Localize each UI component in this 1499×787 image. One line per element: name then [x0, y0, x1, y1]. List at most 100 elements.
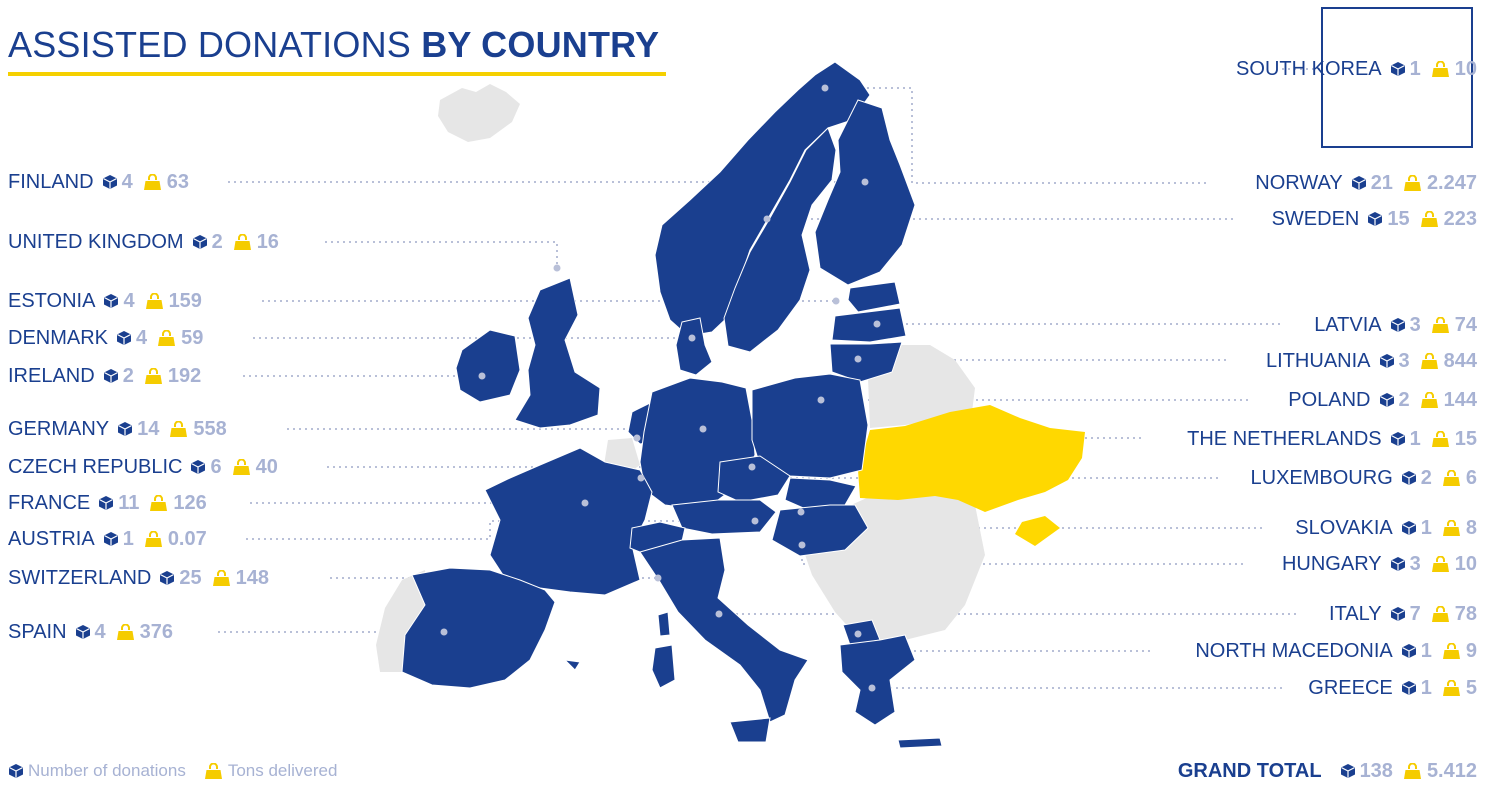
marker-finland	[861, 178, 869, 186]
country-name: NORTH MACEDONIA	[1195, 639, 1393, 662]
bag-icon	[144, 530, 162, 547]
bag-icon	[145, 292, 163, 309]
donation-count: 3	[1409, 313, 1421, 336]
tons-delivered: 10	[1454, 552, 1477, 575]
country-name: POLAND	[1288, 388, 1371, 411]
grand-total-tons: 5.412	[1426, 759, 1477, 782]
estonia-shape	[847, 281, 901, 313]
tons-delivered: 40	[255, 455, 278, 478]
donation-count: 2	[211, 230, 223, 253]
marker-luxembourg	[637, 474, 645, 482]
cube-icon	[1390, 318, 1405, 332]
country-name: NORWAY	[1255, 171, 1343, 194]
tons-delivered: 558	[193, 417, 227, 440]
country-name: ESTONIA	[8, 289, 96, 312]
greece-shape	[839, 634, 916, 726]
iceland-shape	[438, 84, 520, 142]
country-name: CZECH REPUBLIC	[8, 455, 183, 478]
marker-north-macedonia	[854, 630, 862, 638]
belarus-shape	[868, 345, 975, 428]
czech-shape	[717, 455, 791, 503]
latvia-shape	[831, 307, 907, 343]
donation-count: 1	[1409, 427, 1421, 450]
tons-delivered: 10	[1454, 57, 1477, 80]
country-name: HUNGARY	[1281, 552, 1382, 575]
bag-icon	[144, 367, 162, 384]
country-name: SOUTH KOREA	[1236, 57, 1382, 80]
bag-icon	[1420, 391, 1438, 408]
bag-icon	[1431, 430, 1449, 447]
cube-icon	[118, 422, 133, 436]
leader-line-austria	[246, 520, 755, 540]
country-name: IRELAND	[8, 364, 95, 387]
donor-countries	[401, 61, 943, 749]
donation-count: 25	[179, 566, 202, 589]
bag-icon	[204, 762, 222, 779]
cube-icon	[192, 235, 207, 249]
cube-icon	[1379, 393, 1394, 407]
grand-total: GRAND TOTAL 138 5.412	[1178, 758, 1477, 784]
marker-estonia	[832, 297, 840, 305]
tons-delivered: 74	[1454, 313, 1477, 336]
cube-icon	[1340, 764, 1355, 778]
bag-icon	[1403, 762, 1421, 779]
hungary-shape	[771, 504, 869, 557]
bag-icon	[150, 494, 168, 511]
marker-sweden	[763, 215, 771, 223]
donation-count: 4	[123, 289, 135, 312]
marker-poland	[817, 396, 825, 404]
crete-shape	[897, 737, 943, 749]
bag-icon	[1442, 469, 1460, 486]
donation-count: 1	[1409, 57, 1421, 80]
donation-count: 3	[1409, 552, 1421, 575]
grand-total-label: GRAND TOTAL	[1177, 759, 1322, 782]
tons-delivered: 144	[1443, 388, 1477, 411]
country-name: FINLAND	[8, 170, 94, 193]
marker-france	[581, 499, 589, 507]
country-row-hungary: HUNGARY 3 10	[1282, 551, 1477, 577]
cube-icon	[1390, 607, 1405, 621]
country-name: SWEDEN	[1271, 207, 1360, 230]
marker-spain	[440, 628, 448, 636]
cube-icon	[99, 496, 114, 510]
cube-icon	[103, 532, 118, 546]
cube-icon	[1368, 212, 1383, 226]
bag-icon	[232, 458, 250, 475]
ireland-shape	[455, 329, 521, 403]
donation-count: 2	[1398, 388, 1410, 411]
bag-icon	[1431, 316, 1449, 333]
south-korea-inset-frame	[1321, 7, 1473, 148]
country-name: ITALY	[1329, 602, 1382, 625]
marker-switzerland	[654, 574, 662, 582]
bag-icon	[1442, 679, 1460, 696]
page-title: ASSISTED DONATIONS BY COUNTRY	[8, 24, 659, 66]
lithuania-shape	[829, 341, 903, 383]
tons-delivered: 223	[1443, 207, 1477, 230]
bag-icon	[170, 420, 188, 437]
marker-italy	[715, 610, 723, 618]
donation-count: 3	[1398, 349, 1410, 372]
cube-icon	[9, 764, 23, 778]
marker-slovakia	[797, 508, 805, 516]
tons-delivered: 5	[1465, 676, 1477, 699]
tons-delivered: 0.07	[167, 527, 207, 550]
tons-delivered: 16	[256, 230, 279, 253]
crimea-shape	[1015, 516, 1060, 546]
donation-count: 1	[1420, 676, 1432, 699]
donation-count: 21	[1370, 171, 1393, 194]
austria-shape	[671, 499, 777, 535]
cube-icon	[102, 175, 117, 189]
country-name: FRANCE	[8, 491, 91, 514]
cube-icon	[103, 369, 118, 383]
